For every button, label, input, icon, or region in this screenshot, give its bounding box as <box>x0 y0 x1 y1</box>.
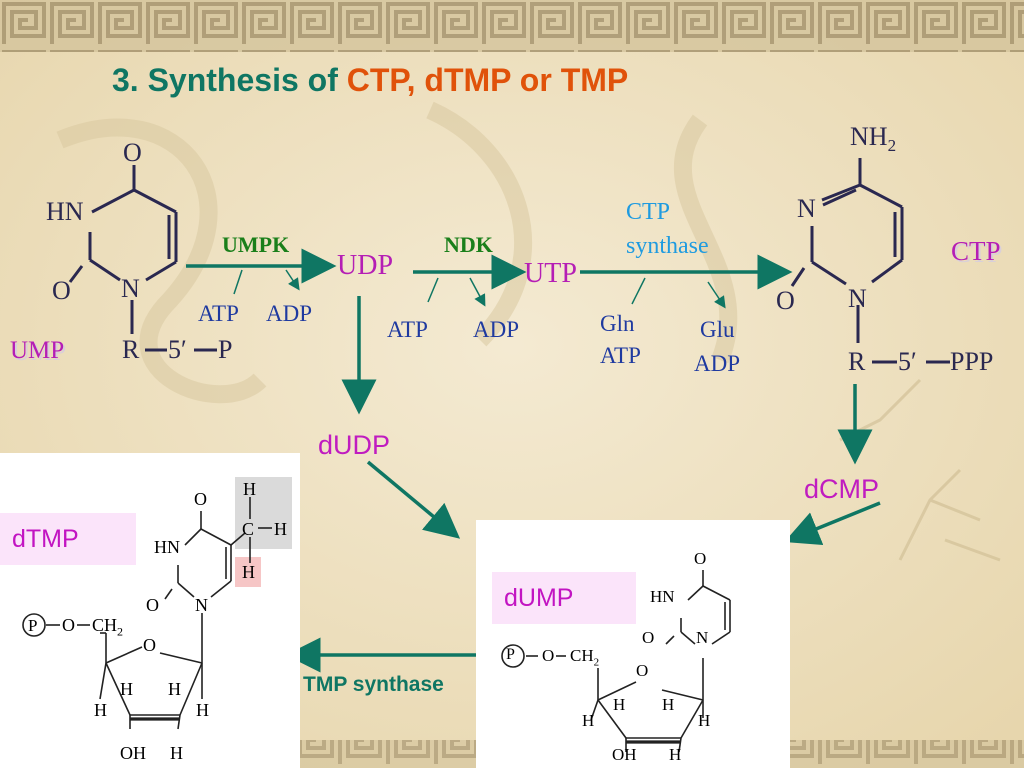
dump-oh: OH <box>612 745 637 764</box>
dtmp-h4: H <box>196 700 209 720</box>
dump-panel <box>476 520 790 768</box>
ump-n: N <box>121 274 140 303</box>
metabolite-dcmp: dCMP <box>804 474 880 504</box>
enzyme-umpk: UMPK <box>222 232 290 257</box>
ump-r: R <box>122 335 140 364</box>
dump-tag: dUMP <box>492 572 636 624</box>
arrow-dcmp-dump <box>784 501 881 545</box>
dtmp-methyl-c: C <box>242 519 255 539</box>
enzyme-tmp-synthase: TMP synthase <box>303 673 444 696</box>
cofactor-atp-1: ATP <box>198 301 239 326</box>
metabolite-dtmp: dTMP <box>12 525 79 553</box>
ump-hn: HN <box>46 197 84 226</box>
dump-hn: HN <box>650 587 675 606</box>
dtmp-ring-o: O <box>143 635 156 655</box>
dtmp-methyl-h-top: H <box>243 479 256 499</box>
dtmp-ch2: CH2 <box>92 615 124 639</box>
dtmp-o-link: O <box>62 615 75 635</box>
dump-n: N <box>696 628 709 647</box>
cofactor-adp-1: ADP <box>266 301 313 326</box>
ump-o-left: O <box>52 276 71 305</box>
cofactor-gln: Gln <box>600 311 635 336</box>
dtmp-h5: H <box>170 743 183 763</box>
metabolite-dump: dUMP <box>504 584 574 612</box>
dump-o-left: O <box>642 628 655 647</box>
metabolite-dudp: dUDP <box>318 430 391 460</box>
dump-ring-o: O <box>636 661 649 680</box>
dump-o-link: O <box>542 646 555 665</box>
cofactor-adp-2: ADP <box>473 317 520 342</box>
label-ctp: CTP <box>951 236 1001 266</box>
ctp-nh2: NH2 <box>850 122 897 156</box>
dtmp-tag: dTMP <box>0 513 136 565</box>
page-title: 3. Synthesis of CTP, dTMP or TMP <box>112 62 628 99</box>
dump-structure <box>501 570 731 753</box>
enzyme-ctp-synthase-line2: synthase <box>626 233 709 259</box>
dump-p: P <box>506 646 515 663</box>
dtmp-structure <box>22 477 292 730</box>
title-highlight: CTP, dTMP or TMP <box>346 62 629 98</box>
dump-h4: H <box>698 711 711 730</box>
dump-h5: H <box>669 745 682 764</box>
dtmp-p: P <box>28 616 38 635</box>
cofactor-atp-2: ATP <box>387 317 428 342</box>
dtmp-hn: HN <box>154 537 180 557</box>
ump-p: P <box>218 335 233 364</box>
ump-o-top: O <box>123 138 142 167</box>
ctp-5prime: 5′ <box>898 347 917 376</box>
dump-o-top: O <box>694 549 707 568</box>
enzyme-ndk: NDK <box>444 232 493 257</box>
dtmp-o-top: O <box>194 489 207 509</box>
cofactor-atp-3: ATP <box>600 343 641 368</box>
metabolite-utp: UTP <box>524 258 577 289</box>
label-ump: UMP <box>10 337 65 364</box>
ctp-o: O <box>776 286 795 315</box>
dump-h3: H <box>582 711 595 730</box>
metabolite-udp: UDP <box>337 250 394 281</box>
ctp-n3: N <box>797 194 816 223</box>
ctp-ppp: PPP <box>950 347 994 376</box>
dtmp-methyl-h-right: H <box>274 519 287 539</box>
dtmp-oh: OH <box>120 743 146 763</box>
dump-ch2: CH2 <box>570 646 600 669</box>
dump-h2: H <box>662 695 675 714</box>
cofactor-adp-3: ADP <box>694 351 741 376</box>
ctp-n1: N <box>848 284 867 313</box>
arrow-dudp-dump <box>366 460 461 539</box>
dtmp-o-left: O <box>146 595 159 615</box>
dtmp-h3: H <box>94 700 107 720</box>
dtmp-h2: H <box>168 679 181 699</box>
enzyme-ctp-synthase-line1: CTP <box>626 199 671 225</box>
title-prefix: 3. Synthesis of <box>112 62 347 98</box>
dtmp-h1: H <box>120 679 133 699</box>
dtmp-n: N <box>195 595 208 615</box>
dump-h1: H <box>613 695 626 714</box>
ump-5prime: 5′ <box>168 335 187 364</box>
ctp-r: R <box>848 347 866 376</box>
cofactor-glu: Glu <box>700 317 735 342</box>
dtmp-methyl-h-bottom: H <box>242 562 255 582</box>
